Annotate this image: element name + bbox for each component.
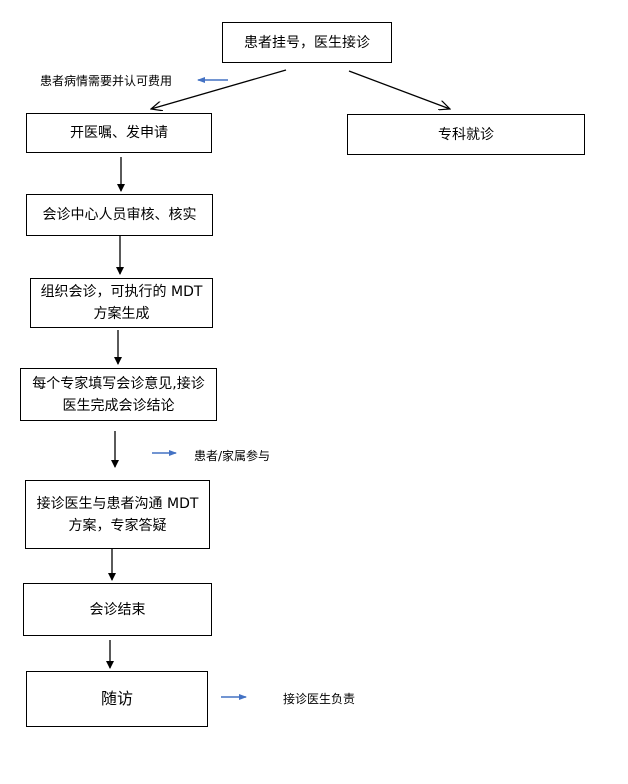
node-order: 开医嘱、发申请	[26, 113, 212, 153]
note-condition: 患者病情需要并认可费用	[40, 74, 173, 88]
node-followup: 随访	[26, 671, 208, 727]
node-review: 会诊中心人员审核、核实	[26, 194, 213, 236]
node-order-label: 开医嘱、发申请	[70, 125, 168, 141]
node-opinions: 每个专家填写会诊意见,接诊 医生完成会诊结论	[20, 368, 217, 421]
node-end: 会诊结束	[23, 583, 212, 636]
node-end-label: 会诊结束	[89, 601, 146, 618]
node-communicate: 接诊医生与患者沟通 MDT 方案，专家答疑	[25, 480, 210, 549]
node-followup-label: 随访	[100, 689, 133, 708]
node-specialist: 专科就诊	[347, 114, 585, 155]
node-communicate-line-1: 接诊医生与患者沟通 MDT	[36, 495, 199, 512]
node-start-label: 患者挂号，医生接诊	[244, 34, 370, 51]
node-opinions-line-2: 医生完成会诊结论	[62, 397, 175, 414]
node-organize: 组织会诊，可执行的 MDT 方案生成	[30, 278, 213, 328]
note-responsibility: 接诊医生负责	[283, 692, 356, 706]
arrow-start-to-specialist	[348, 70, 450, 109]
node-specialist-label: 专科就诊	[438, 126, 494, 143]
arrow-start-to-order	[151, 69, 287, 109]
node-opinions-line-1: 每个专家填写会诊意见,接诊	[32, 375, 205, 392]
node-review-label: 会诊中心人员审核、核实	[42, 207, 197, 223]
node-communicate-line-2: 方案，专家答疑	[68, 517, 167, 534]
node-organize-line-2: 方案生成	[93, 306, 150, 322]
node-organize-line-1: 组织会诊，可执行的 MDT	[40, 284, 203, 300]
node-start: 患者挂号，医生接诊	[222, 22, 392, 63]
note-participation: 患者/家属参与	[194, 449, 271, 463]
